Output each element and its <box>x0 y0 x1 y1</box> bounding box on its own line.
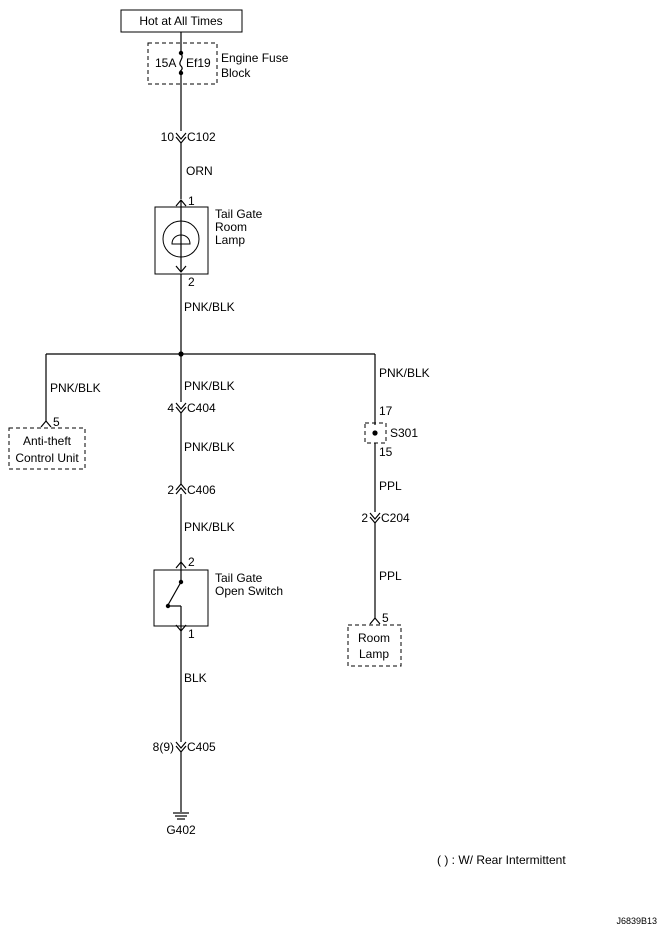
connector-c404: 4 C404 <box>167 401 216 415</box>
splice-s301-dot <box>372 430 378 436</box>
fuse-rating: 15A <box>155 56 176 70</box>
tail-lamp-terminal-bottom <box>175 265 187 273</box>
fuse-id: Ef19 <box>186 56 211 70</box>
tail-lamp-label-2: Room <box>215 220 247 234</box>
c405-pin: 8(9) <box>153 740 174 754</box>
wire-left-label: PNK/BLK <box>50 381 101 395</box>
fuse-symbol <box>179 53 183 73</box>
wire-right-1-label: PNK/BLK <box>379 366 430 380</box>
tail-lamp-pin-top: 1 <box>188 194 195 208</box>
wire-center-1-label: PNK/BLK <box>184 379 235 393</box>
room-lamp-box <box>347 624 402 667</box>
splice-pin-out: 15 <box>379 445 393 459</box>
c102-symbol-bottom <box>175 136 187 144</box>
tail-gate-open-switch: 2 1 Tail Gate Open Switch <box>153 555 283 641</box>
wire-orn-label: ORN <box>186 164 213 178</box>
c406-pin: 2 <box>167 483 174 497</box>
footnote: ( ) : W/ Rear Intermittent <box>437 853 566 867</box>
c404-symbol-top <box>175 402 187 410</box>
splice-name: S301 <box>390 426 418 440</box>
fuse-terminal-top <box>178 50 184 56</box>
wire-center-2-label: PNK/BLK <box>184 440 235 454</box>
anti-theft-label-2: Control Unit <box>15 451 79 465</box>
connector-c204: 2 C204 <box>361 511 410 525</box>
switch-terminal-bottom <box>175 624 187 632</box>
tail-lamp-pin-bottom: 2 <box>188 275 195 289</box>
wire-main-label: PNK/BLK <box>184 300 235 314</box>
c404-pin: 4 <box>167 401 174 415</box>
c204-symbol-top <box>369 512 381 520</box>
anti-theft-terminal <box>40 420 52 428</box>
connector-c405: 8(9) C405 <box>153 740 216 754</box>
engine-fuse-block: 15A Ef19 Engine Fuse Block <box>147 32 289 85</box>
switch-label-2: Open Switch <box>215 584 283 598</box>
lamp-filament <box>171 234 191 245</box>
anti-theft-label-1: Anti-theft <box>23 434 72 448</box>
room-lamp-label-1: Room <box>358 631 390 645</box>
c405-symbol-bottom <box>175 745 187 753</box>
right-branch: PNK/BLK 17 S301 15 PPL 2 C204 PPL 5 Room… <box>347 354 430 667</box>
tail-lamp-label-3: Lamp <box>215 233 245 247</box>
c405-name: C405 <box>187 740 216 754</box>
c405-symbol-top <box>175 741 187 749</box>
wire-center-3-label: PNK/BLK <box>184 520 235 534</box>
c404-name: C404 <box>187 401 216 415</box>
fuse-block-label-2: Block <box>221 66 251 80</box>
switch-pin-top: 2 <box>188 555 195 569</box>
c102-symbol-top <box>175 132 187 140</box>
wire-right-3-label: PPL <box>379 569 402 583</box>
ground-label: G402 <box>166 823 196 837</box>
anti-theft-pin: 5 <box>53 415 60 429</box>
c204-name: C204 <box>381 511 410 525</box>
c406-symbol-bottom <box>175 487 187 495</box>
lamp-bulb-icon <box>162 220 200 258</box>
c204-pin: 2 <box>361 511 368 525</box>
ground-icon <box>173 812 189 820</box>
room-lamp-terminal <box>369 617 381 625</box>
left-branch: PNK/BLK 5 Anti-theft Control Unit <box>8 354 101 470</box>
center-branch: PNK/BLK 4 C404 PNK/BLK 2 C406 PNK/BLK <box>167 354 235 562</box>
tail-lamp-label-1: Tail Gate <box>215 207 263 221</box>
switch-blade <box>167 581 182 606</box>
power-label: Hot at All Times <box>139 14 222 28</box>
c102-name: C102 <box>187 130 216 144</box>
tail-gate-room-lamp: 1 2 Tail Gate Room Lamp <box>154 194 263 289</box>
c102-pin: 10 <box>161 130 175 144</box>
anti-theft-box <box>8 427 86 470</box>
connector-c406: 2 C406 <box>167 483 216 497</box>
switch-label-1: Tail Gate <box>215 571 263 585</box>
c204-symbol-bottom <box>369 516 381 524</box>
room-lamp-pin: 5 <box>382 611 389 625</box>
connector-c102: 10 C102 <box>161 130 216 144</box>
fuse-block-label-1: Engine Fuse <box>221 51 289 65</box>
c406-name: C406 <box>187 483 216 497</box>
splice-pin-in: 17 <box>379 404 393 418</box>
wire-right-2-label: PPL <box>379 479 402 493</box>
fuse-block-outline <box>147 42 218 85</box>
switch-pin-bottom: 1 <box>188 627 195 641</box>
figure-code: J6839B13 <box>616 916 657 926</box>
wire-blk-label: BLK <box>184 671 207 685</box>
c404-symbol-bottom <box>175 406 187 414</box>
room-lamp-label-2: Lamp <box>359 647 389 661</box>
c406-symbol-top <box>175 483 187 491</box>
